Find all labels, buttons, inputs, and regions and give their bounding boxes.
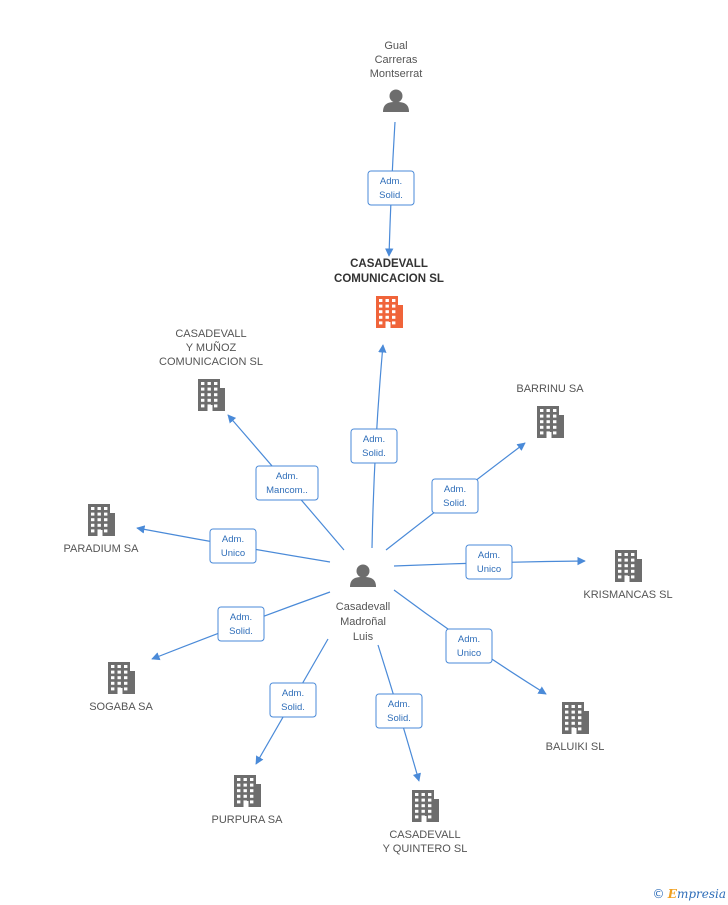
building-icon[interactable]	[108, 662, 135, 694]
edge-label-box	[209, 528, 257, 564]
node-label-line: Carreras	[375, 54, 418, 66]
edge-label-box	[255, 465, 319, 501]
building-icon[interactable]	[562, 702, 589, 734]
edge-label-box	[431, 478, 479, 514]
edge-label-line: Solid.	[362, 448, 386, 459]
building-icon[interactable]	[376, 296, 403, 328]
edge-label-box	[375, 693, 423, 729]
edge-label-box	[350, 428, 398, 464]
node-label-line: Montserrat	[370, 68, 423, 80]
copyright-symbol: ©	[652, 887, 665, 901]
node-label-line: Y QUINTERO SL	[383, 843, 468, 855]
edge-label-line: Adm.	[380, 176, 402, 187]
node-paradium[interactable]: PARADIUM SA	[64, 504, 140, 555]
edge-label-box	[217, 606, 265, 642]
edge-luis-to-casadevall_munoz: Adm. Mancom..	[227, 414, 345, 551]
edge-label-box	[445, 628, 493, 664]
edge-label-line: Solid.	[229, 626, 253, 637]
node-casadevall_quintero[interactable]: CASADEVALL Y QUINTERO SL	[383, 790, 468, 855]
building-icon[interactable]	[234, 775, 261, 807]
node-krismancas[interactable]: KRISMANCAS SL	[583, 550, 673, 601]
edge-label-line: Adm.	[444, 484, 466, 495]
node-label-line: PARADIUM SA	[64, 543, 140, 555]
building-icon[interactable]	[615, 550, 642, 582]
edge-luis-to-krismancas: Adm. Unico	[393, 544, 586, 580]
node-label-line: CASADEVALL	[175, 328, 246, 340]
edge-label-box	[367, 170, 415, 206]
edge-label-line: Adm.	[222, 534, 244, 545]
edge-luis-to-casadevall_quintero: Adm. Solid.	[375, 644, 423, 782]
edge-label-line: Unico	[221, 548, 245, 559]
node-casadevall_com[interactable]: CASADEVALL COMUNICACION SL	[334, 258, 444, 328]
edge-label-line: Unico	[457, 648, 481, 659]
edge-label-line: Solid.	[281, 702, 305, 713]
edge-luis-to-paradium: Adm. Unico	[136, 525, 331, 564]
building-icon[interactable]	[88, 504, 115, 536]
node-label-line: BARRINU SA	[516, 383, 584, 395]
brand-name: mpresia	[676, 887, 726, 901]
edge-label-line: Solid.	[443, 498, 467, 509]
edge-gual-to-casadevall_com: Adm. Solid.	[367, 121, 415, 257]
node-label-line: SOGABA SA	[89, 701, 153, 713]
building-icon[interactable]	[537, 406, 564, 438]
footer-brand: © Empresia	[652, 887, 726, 901]
edge-label-line: Solid.	[387, 713, 411, 724]
edge-label-box	[465, 544, 513, 580]
edge-label-box	[269, 682, 317, 718]
edge-luis-to-barrinu: Adm. Solid.	[385, 442, 526, 551]
node-label-line: PURPURA SA	[212, 814, 284, 826]
node-label-line: Y MUÑOZ	[186, 341, 237, 354]
edges-layer: Adm. Solid. Adm. Solid. Adm. Mancom.. Adm. Soli…	[136, 121, 586, 782]
node-label-line: CASADEVALL	[389, 829, 460, 841]
edge-label-line: Adm.	[478, 550, 500, 561]
node-label-line: KRISMANCAS SL	[583, 589, 672, 601]
person-icon[interactable]	[350, 564, 376, 588]
node-label-line: CASADEVALL	[350, 258, 428, 270]
edge-luis-to-baluiki: Adm. Unico	[393, 589, 547, 695]
edge-luis-to-purpura: Adm. Solid.	[255, 638, 329, 765]
node-sogaba[interactable]: SOGABA SA	[89, 662, 153, 713]
brand-initial: E	[667, 887, 677, 901]
edge-label-line: Solid.	[379, 190, 403, 201]
node-label-line: Madroñal	[340, 616, 386, 628]
edge-label-line: Unico	[477, 564, 501, 575]
building-icon[interactable]	[198, 379, 225, 411]
node-label-line: COMUNICACION SL	[159, 356, 263, 368]
node-purpura[interactable]: PURPURA SA	[212, 775, 284, 826]
edge-label-line: Adm.	[388, 699, 410, 710]
edge-luis-to-casadevall_com: Adm. Solid.	[350, 344, 398, 549]
edge-label-line: Mancom..	[266, 485, 308, 496]
person-icon[interactable]	[383, 89, 409, 113]
edge-label-line: Adm.	[363, 434, 385, 445]
edge-label-line: Adm.	[276, 471, 298, 482]
edge-label-line: Adm.	[282, 688, 304, 699]
node-label-line: COMUNICACION SL	[334, 273, 444, 285]
node-barrinu[interactable]: BARRINU SA	[516, 383, 584, 438]
building-icon[interactable]	[412, 790, 439, 822]
edge-luis-to-sogaba: Adm. Solid.	[151, 591, 331, 661]
node-label-line: BALUIKI SL	[546, 741, 605, 753]
edge-label-line: Adm.	[230, 612, 252, 623]
node-label-line: Luis	[353, 631, 374, 643]
node-label-line: Casadevall	[336, 601, 390, 613]
node-baluiki[interactable]: BALUIKI SL	[546, 702, 605, 753]
node-label-line: Gual	[384, 40, 407, 52]
edge-label-line: Adm.	[458, 634, 480, 645]
